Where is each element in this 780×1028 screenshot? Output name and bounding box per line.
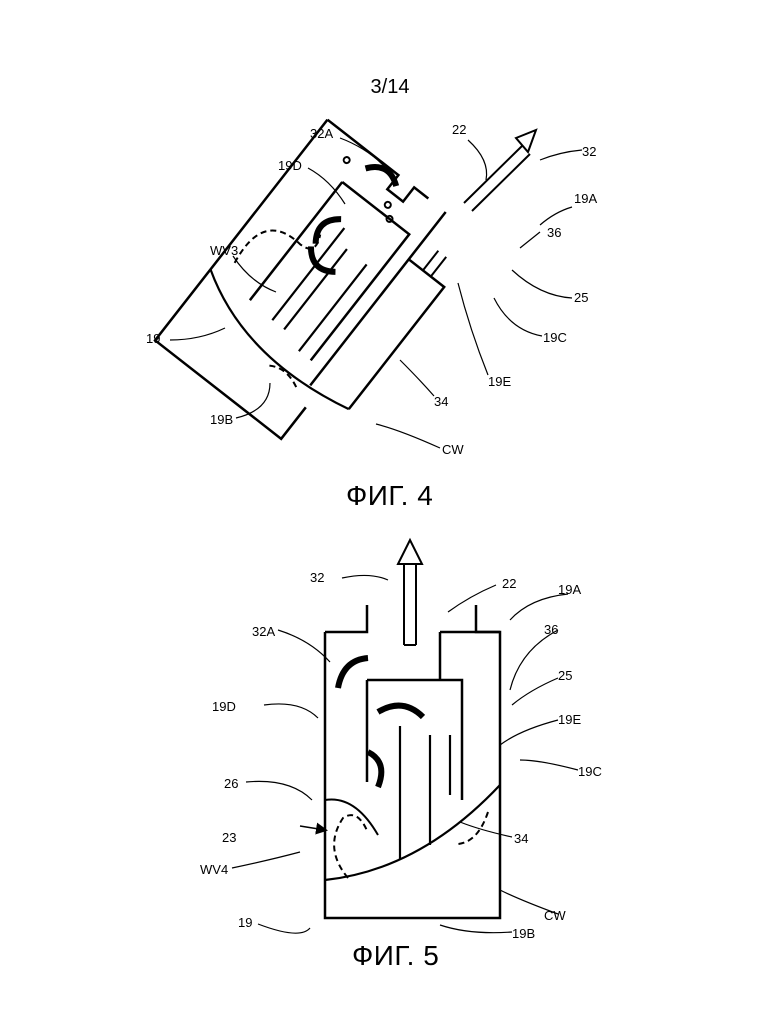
label-22: 22 [502,576,516,591]
label-32a: 32A [310,126,333,141]
label-19c: 19C [578,764,602,779]
label-wv4: WV4 [200,862,228,877]
fig5-top-left [325,605,367,632]
label-wv3: WV3 [210,243,238,258]
label-19c: 19C [543,330,567,345]
label-19e: 19E [488,374,511,389]
label-19a: 19A [558,582,581,597]
label-19d: 19D [278,158,302,173]
label-26: 26 [224,776,238,791]
label-19a: 19A [574,191,597,206]
label-25: 25 [574,290,588,305]
label-19b: 19B [512,926,535,941]
label-19e: 19E [558,712,581,727]
label-19: 19 [238,915,252,930]
label-cw: CW [544,908,566,923]
label-36: 36 [547,225,561,240]
label-36: 36 [544,622,558,637]
label-22: 22 [452,122,466,137]
fig5-water-surface [325,785,500,880]
label-32a: 32A [252,624,275,639]
fig4-compartment-19a [310,212,481,413]
fig4-housing [155,120,481,461]
fig4-water-surface [190,269,364,415]
label-34: 34 [514,831,528,846]
label-32: 32 [582,144,596,159]
fig5-housing [325,605,500,918]
figure-5-title: ФИГ. 5 [352,940,439,972]
label-32: 32 [310,570,324,585]
label-19b: 19B [210,412,233,427]
label-19d: 19D [212,699,236,714]
figure-5 [232,540,578,933]
figure-4-title: ФИГ. 4 [346,480,433,512]
label-cw: CW [442,442,464,457]
fig4-labels: 32A 22 32 19D 19A 36 WV3 25 19 19C 19E 3… [146,122,597,457]
figure-4 [155,120,582,461]
label-34: 34 [434,394,448,409]
label-25: 25 [558,668,572,683]
label-23: 23 [222,830,236,845]
label-19: 19 [146,331,160,346]
